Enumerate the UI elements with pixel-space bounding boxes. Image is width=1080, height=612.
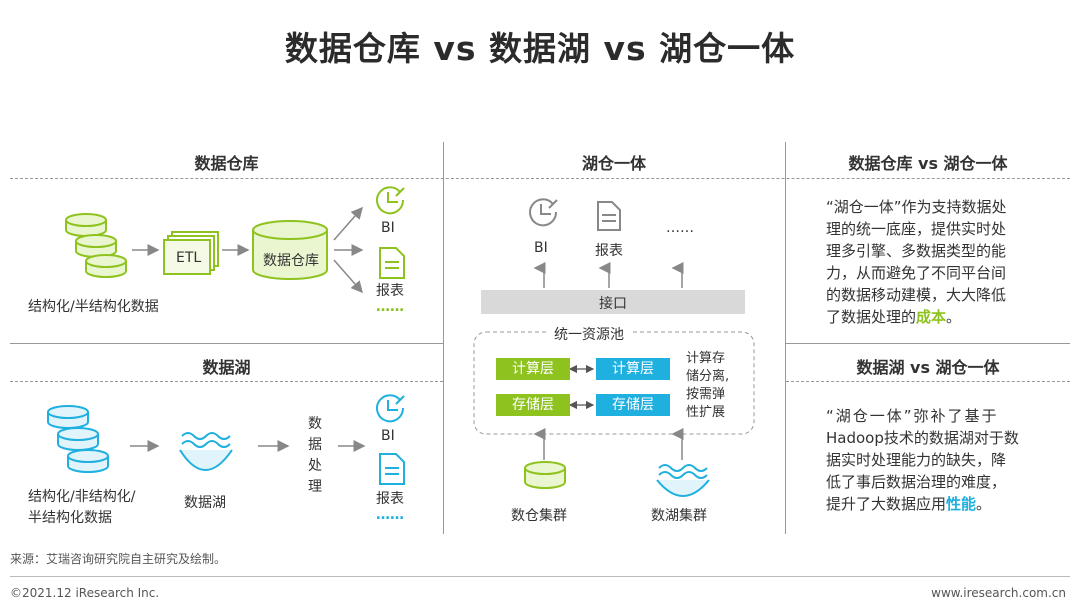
lake-output-more: …… — [376, 507, 404, 523]
lake-store-label: 数据湖 — [184, 495, 226, 511]
compare-header-1: 数据仓库 vs 湖仓一体 — [848, 154, 1008, 173]
text-fragment: 。 — [976, 495, 992, 513]
highlight-performance: 性能 — [946, 495, 977, 513]
lake-source-label-2: 半结构化数据 — [28, 510, 112, 526]
lake-report-icon — [379, 453, 405, 485]
blue-database-icon — [47, 405, 109, 473]
process-char: 数 — [308, 416, 322, 432]
text-line: 据实时处理能力的缺失，降 — [826, 451, 1007, 469]
lakehouse-diagram — [473, 198, 755, 497]
warehouse-output-more: …… — [376, 299, 404, 315]
process-char: 理 — [308, 479, 322, 495]
divider-right — [785, 142, 786, 534]
lake-icon — [179, 432, 233, 471]
text-line: 理多引擎、多数据类型的能 — [826, 242, 1007, 260]
lake-diagram — [47, 394, 405, 485]
warehouse-diagram — [65, 186, 405, 294]
source-note: 来源：艾瑞咨询研究院自主研究及绘制。 — [10, 552, 227, 566]
note-line: 计算存 — [686, 351, 726, 366]
resource-pool-label: 统一资源池 — [548, 324, 630, 344]
text-line: “湖仓一体”作为支持数据处 — [826, 198, 1007, 216]
text-line-last: 提升了大数据应用性能。 — [826, 493, 1064, 515]
highlight-cost: 成本 — [916, 308, 947, 326]
text-fragment: 。 — [946, 308, 962, 326]
lakehouse-header: 湖仓一体 — [581, 154, 646, 173]
text-line: 理的统一底座，提供实时处 — [826, 220, 1007, 238]
lakehouse-output-more: …… — [666, 220, 694, 236]
left-split-line — [10, 343, 443, 344]
text-line: 的数据移动建模，大大降低 — [826, 286, 1007, 304]
lake-output-bi: BI — [381, 428, 395, 444]
etl-icon — [163, 231, 219, 275]
lakehouse-output-bi: BI — [534, 240, 548, 256]
lakehouse-report-icon — [597, 201, 621, 231]
text-fragment: 提升了大数据应用 — [826, 495, 947, 513]
warehouse-cluster-label: 数仓集群 — [511, 508, 567, 524]
compute-layer-green: 计算层 — [496, 358, 570, 380]
copyright: ©2021.12 iResearch Inc. — [10, 586, 160, 600]
warehouse-header: 数据仓库 — [194, 154, 259, 173]
compare-header-2: 数据湖 vs 湖仓一体 — [856, 358, 1000, 377]
lake-cluster-icon — [656, 464, 710, 497]
separation-note: 计算存 储分离, 按需弹 性扩展 — [686, 350, 729, 422]
right-lower-rule — [786, 381, 1070, 382]
bi-icon — [376, 186, 405, 215]
lake-output-report: 报表 — [376, 491, 404, 507]
text-line: 低了事后数据治理的难度， — [826, 473, 1007, 491]
website-link[interactable]: www.iresearch.com.cn — [931, 586, 1066, 600]
lakehouse-output-report: 报表 — [595, 243, 623, 259]
compute-layer-blue: 计算层 — [596, 358, 670, 380]
lake-header: 数据湖 — [202, 358, 251, 377]
divider-left — [443, 142, 444, 534]
lake-bi-icon — [376, 394, 405, 423]
warehouse-output-bi: BI — [381, 220, 395, 236]
warehouse-source-label: 结构化/半结构化数据 — [28, 299, 159, 315]
text-line: Hadoop技术的数据湖对于数 — [826, 429, 1019, 447]
lake-header-rule — [10, 381, 443, 382]
text-fragment: 了数据处理的 — [826, 308, 917, 326]
report-icon — [379, 247, 405, 279]
interface-bar — [481, 290, 745, 314]
footer-rule — [10, 576, 1070, 577]
right-split-line — [786, 343, 1070, 344]
text-line-last: 了数据处理的成本。 — [826, 306, 1058, 328]
interface-label: 接口 — [599, 296, 627, 312]
process-char: 处 — [308, 458, 322, 474]
header-rule — [10, 178, 1070, 179]
lake-cluster-label: 数湖集群 — [651, 508, 707, 524]
text-line: 力，从而避免了不同平台间 — [826, 264, 1007, 282]
lakehouse-bi-icon — [529, 198, 558, 227]
warehouse-output-report: 报表 — [376, 283, 404, 299]
warehouse-cluster-icon — [524, 461, 566, 489]
lake-process-label: 数 据 处 理 — [308, 414, 324, 498]
process-char: 据 — [308, 437, 322, 453]
storage-layer-blue: 存储层 — [596, 394, 670, 416]
note-line: 性扩展 — [686, 405, 726, 420]
compare-text-1: “湖仓一体”作为支持数据处 理的统一底座，提供实时处 理多引擎、多数据类型的能 … — [826, 196, 1058, 328]
storage-layer-green: 存储层 — [496, 394, 570, 416]
warehouse-cylinder-icon — [252, 220, 328, 280]
note-line: 储分离, — [686, 369, 730, 384]
page-title: 数据仓库 vs 数据湖 vs 湖仓一体 — [284, 29, 796, 68]
warehouse-store-label: 数据仓库 — [263, 253, 319, 269]
green-database-icon — [65, 213, 127, 278]
etl-label: ETL — [176, 250, 202, 266]
text-line: “湖仓一体”弥补了基于 — [826, 407, 999, 425]
lake-source-label-1: 结构化/非结构化/ — [28, 489, 136, 505]
compare-text-2: “湖仓一体”弥补了基于 Hadoop技术的数据湖对于数 据实时处理能力的缺失，降… — [826, 405, 1064, 515]
note-line: 按需弹 — [686, 387, 726, 402]
